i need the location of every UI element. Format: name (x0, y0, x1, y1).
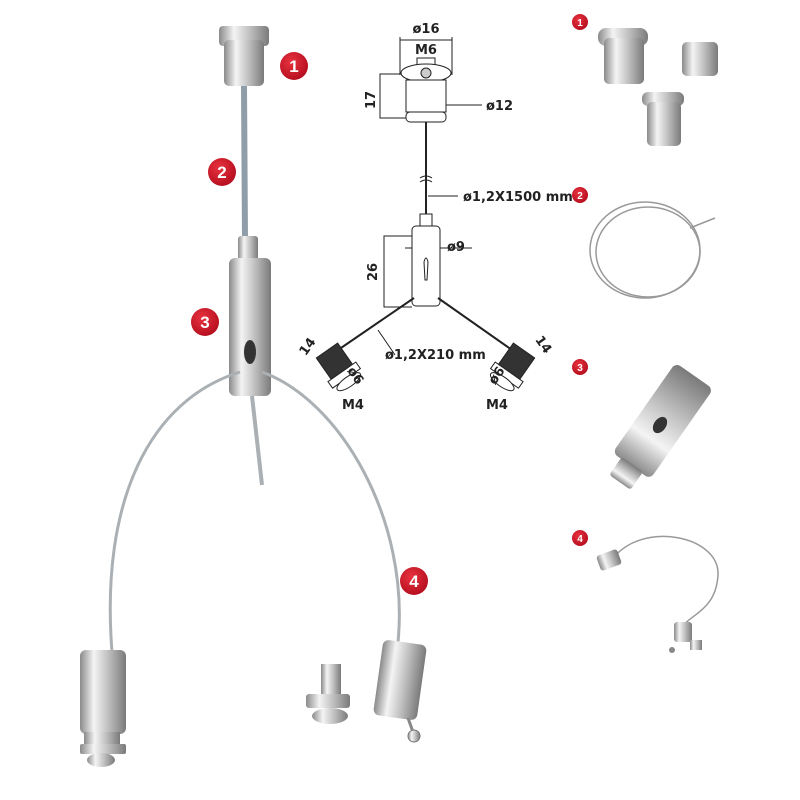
svg-text:2: 2 (217, 163, 226, 182)
badge-4: 4 (400, 567, 428, 595)
y-gripper (229, 236, 271, 396)
svg-text:1: 1 (289, 57, 298, 76)
svg-text:4: 4 (577, 534, 583, 545)
main-badges: 1 2 3 4 (191, 52, 428, 595)
thumbnail-2-cable-coil (589, 201, 716, 299)
dim-body-diameter: ø12 (486, 99, 513, 114)
thumb-badge-3: 3 (572, 359, 588, 375)
loose-screw (306, 664, 350, 724)
svg-text:1: 1 (577, 18, 583, 29)
main-product-photo (80, 26, 427, 767)
badge-2: 2 (208, 158, 236, 186)
svg-text:2: 2 (577, 191, 583, 202)
badge-3: 3 (191, 308, 219, 336)
svg-text:3: 3 (577, 363, 583, 374)
thumbnail-4-cable-set (596, 535, 719, 653)
dim-right-length: 14 (532, 333, 555, 356)
dim-gripper-diameter: ø9 (447, 240, 465, 255)
steel-cable (241, 85, 248, 241)
svg-text:4: 4 (409, 572, 419, 591)
ceiling-cap (219, 26, 269, 86)
thumb-badge-1: 1 (572, 14, 588, 30)
thumbnail-1-caps (598, 28, 718, 146)
thumbnail-3-gripper (610, 365, 711, 489)
dim-cable-long: ø1,2X1500 mm (463, 190, 573, 205)
cable-tail (250, 395, 264, 486)
left-end-fitting (80, 650, 126, 767)
dim-cable-short: ø1,2X210 mm (385, 348, 486, 363)
badge-1: 1 (280, 52, 308, 80)
dim-right-thread: M4 (486, 398, 508, 413)
dim-height-top: 17 (364, 91, 379, 109)
dim-gripper-height: 26 (366, 263, 381, 281)
left-cable (108, 370, 241, 653)
thumbnail-badges: 1 2 3 4 (572, 14, 588, 546)
thumb-badge-2: 2 (572, 187, 588, 203)
svg-text:3: 3 (200, 313, 209, 332)
dim-left-length: 14 (297, 335, 320, 358)
technical-drawing (315, 37, 536, 392)
right-cable (261, 370, 401, 643)
thumb-badge-4: 4 (572, 530, 588, 546)
dim-left-thread: M4 (342, 398, 364, 413)
right-end-fitting (373, 640, 427, 743)
dim-thread: M6 (415, 43, 437, 58)
dim-top-diameter: ø16 (412, 22, 439, 37)
